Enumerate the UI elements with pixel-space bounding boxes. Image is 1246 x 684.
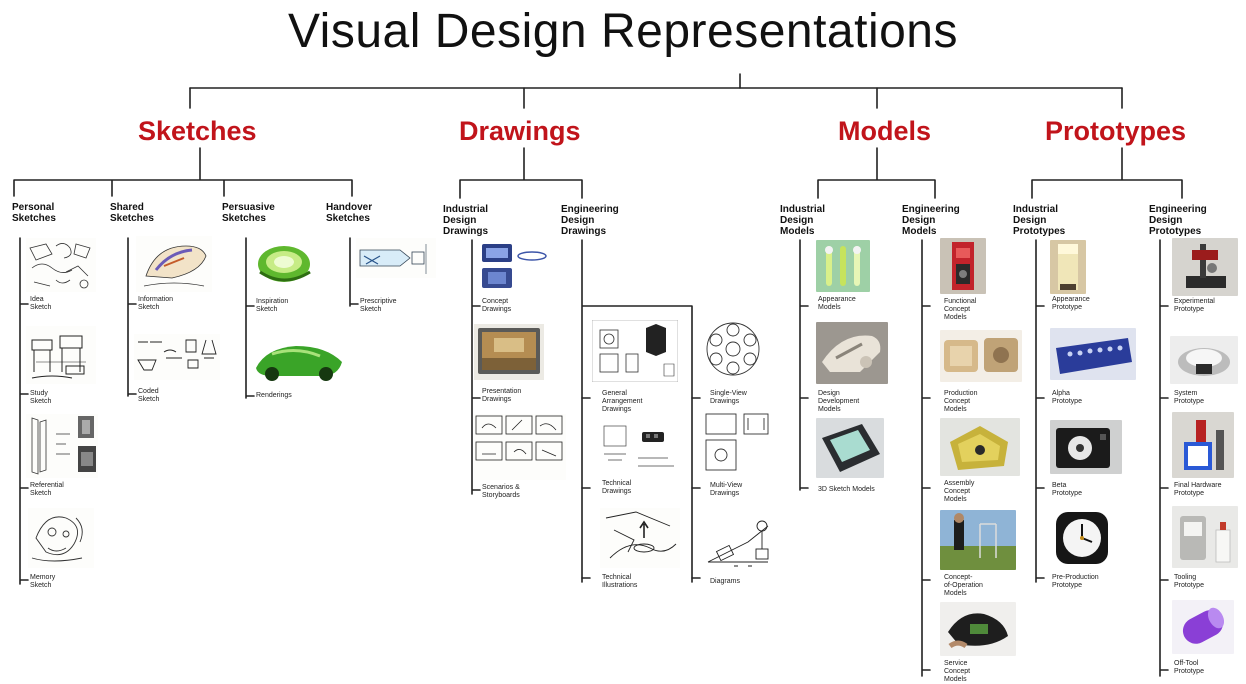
general-arrangement-drawings-image [592, 320, 678, 382]
group-industrial-design-drawings: Industrial Design Drawings [443, 204, 489, 237]
category-sketches: Sketches [138, 116, 257, 146]
leaf-appearance-prototype: Appearance Prototype [1052, 296, 1090, 311]
alpha-prototype-image [1050, 328, 1136, 380]
leaf-concept-drawings: Concept Drawings [482, 298, 512, 313]
leaf-single-view-drawings: Single-View Drawings [710, 390, 747, 405]
assembly-concept-models-image [940, 418, 1020, 476]
leaf-general-arrangement-drawings: General Arrangement Drawings [602, 390, 643, 413]
group-personal-sketches: Personal Sketches [12, 202, 56, 224]
service-concept-models-image [940, 602, 1016, 656]
leaf-referential-sketch: Referential Sketch [30, 482, 64, 497]
group-handover-sketches: Handover Sketches [326, 202, 373, 224]
system-prototype-image [1170, 336, 1238, 384]
leaf-off-tool-prototype: Off-Tool Prototype [1174, 660, 1204, 675]
category-drawings: Drawings [459, 116, 581, 146]
leaf-functional-concept-models: Functional Concept Models [944, 298, 977, 321]
leaf-appearance-models: Appearance Models [818, 296, 856, 311]
leaf-scenarios-storyboards: Scenarios & Storyboards [482, 484, 520, 499]
category-prototypes: Prototypes [1045, 116, 1187, 146]
final-hardware-prototype-image [1172, 412, 1234, 478]
appearance-prototype-image [1050, 240, 1086, 294]
information-sketch-image [136, 236, 212, 292]
diagram-title: Visual Design Representations [288, 5, 958, 58]
scenarios-storyboards-image [474, 414, 566, 480]
inspiration-sketch-image [252, 238, 318, 292]
leaf-renderings: Renderings [256, 392, 292, 399]
leaf-technical-illustrations: Technical Illustrations [602, 574, 638, 589]
leaf-3d-sketch-models: 3D Sketch Models [818, 486, 875, 493]
leaf-assembly-concept-models: Assembly Concept Models [944, 480, 975, 503]
leaf-experimental-prototype: Experimental Prototype [1174, 298, 1215, 313]
presentation-drawings-image [474, 324, 544, 380]
experimental-prototype-image [1172, 238, 1238, 296]
functional-concept-models-image [940, 238, 986, 294]
leaf-tooling-prototype: Tooling Prototype [1174, 574, 1204, 589]
leaf-final-hardware-prototype: Final Hardware Prototype [1174, 482, 1222, 497]
group-industrial-design-prototypes: Industrial Design Prototypes [1013, 204, 1066, 237]
group-persuasive-sketches: Persuasive Sketches [222, 202, 275, 224]
category-models: Models [838, 116, 932, 146]
beta-prototype-image [1050, 420, 1122, 474]
single-view-drawings-image [700, 316, 766, 382]
leaf-beta-prototype: Beta Prototype [1052, 482, 1082, 497]
leaf-coded-sketch: Coded Sketch [138, 388, 160, 403]
group-shared-sketches: Shared Sketches [110, 202, 154, 224]
leaf-technical-drawings: Technical Drawings [602, 480, 632, 495]
3d-sketch-models-image [816, 418, 884, 478]
concept-of-operation-models-image [940, 510, 1016, 570]
leaf-pre-production-prototype: Pre-Production Prototype [1052, 574, 1099, 589]
production-concept-models-image [940, 330, 1022, 382]
referential-sketch-image [26, 414, 98, 478]
idea-sketch-image [26, 238, 96, 292]
diagrams-image [704, 512, 778, 574]
off-tool-prototype-image [1172, 600, 1234, 654]
leaf-alpha-prototype: Alpha Prototype [1052, 390, 1082, 405]
leaf-information-sketch: Information Sketch [138, 296, 174, 311]
leaf-prescriptive-sketch: Prescriptive Sketch [360, 298, 397, 313]
memory-sketch-image [28, 508, 94, 568]
leaf-production-concept-models: Production Concept Models [944, 390, 978, 413]
renderings-image [252, 340, 348, 382]
technical-illustrations-image [600, 508, 680, 568]
leaf-multi-view-drawings: Multi-View Drawings [710, 482, 743, 497]
pre-production-prototype-image [1050, 506, 1114, 568]
group-engineering-design-models: Engineering Design Models [902, 204, 960, 237]
tooling-prototype-image [1172, 506, 1238, 568]
leaf-service-concept-models: Service Concept Models [944, 660, 971, 683]
group-engineering-design-prototypes: Engineering Design Prototypes [1149, 204, 1207, 237]
multi-view-drawings-image [700, 410, 776, 476]
group-industrial-design-models: Industrial Design Models [780, 204, 826, 237]
leaf-memory-sketch: Memory Sketch [30, 574, 56, 589]
design-development-models-image [816, 322, 888, 384]
study-sketch-image [26, 326, 96, 384]
leaf-inspiration-sketch: Inspiration Sketch [256, 298, 289, 313]
leaf-diagrams: Diagrams [710, 578, 740, 585]
technical-drawings-image [598, 418, 684, 474]
concept-drawings-image [478, 242, 548, 292]
leaf-system-prototype: System Prototype [1174, 390, 1204, 405]
leaf-concept-of-operation-models: Concept- of-Operation Models [944, 574, 983, 597]
leaf-design-development-models: Design Development Models [818, 390, 860, 413]
appearance-models-image [816, 240, 870, 292]
coded-sketch-image [134, 334, 220, 380]
prescriptive-sketch-image [356, 238, 436, 278]
group-engineering-design-drawings: Engineering Design Drawings [561, 204, 619, 237]
leaf-study-sketch: Study Sketch [30, 390, 52, 405]
leaf-presentation-drawings: Presentation Drawings [482, 388, 522, 403]
leaf-idea-sketch: Idea Sketch [30, 296, 52, 311]
